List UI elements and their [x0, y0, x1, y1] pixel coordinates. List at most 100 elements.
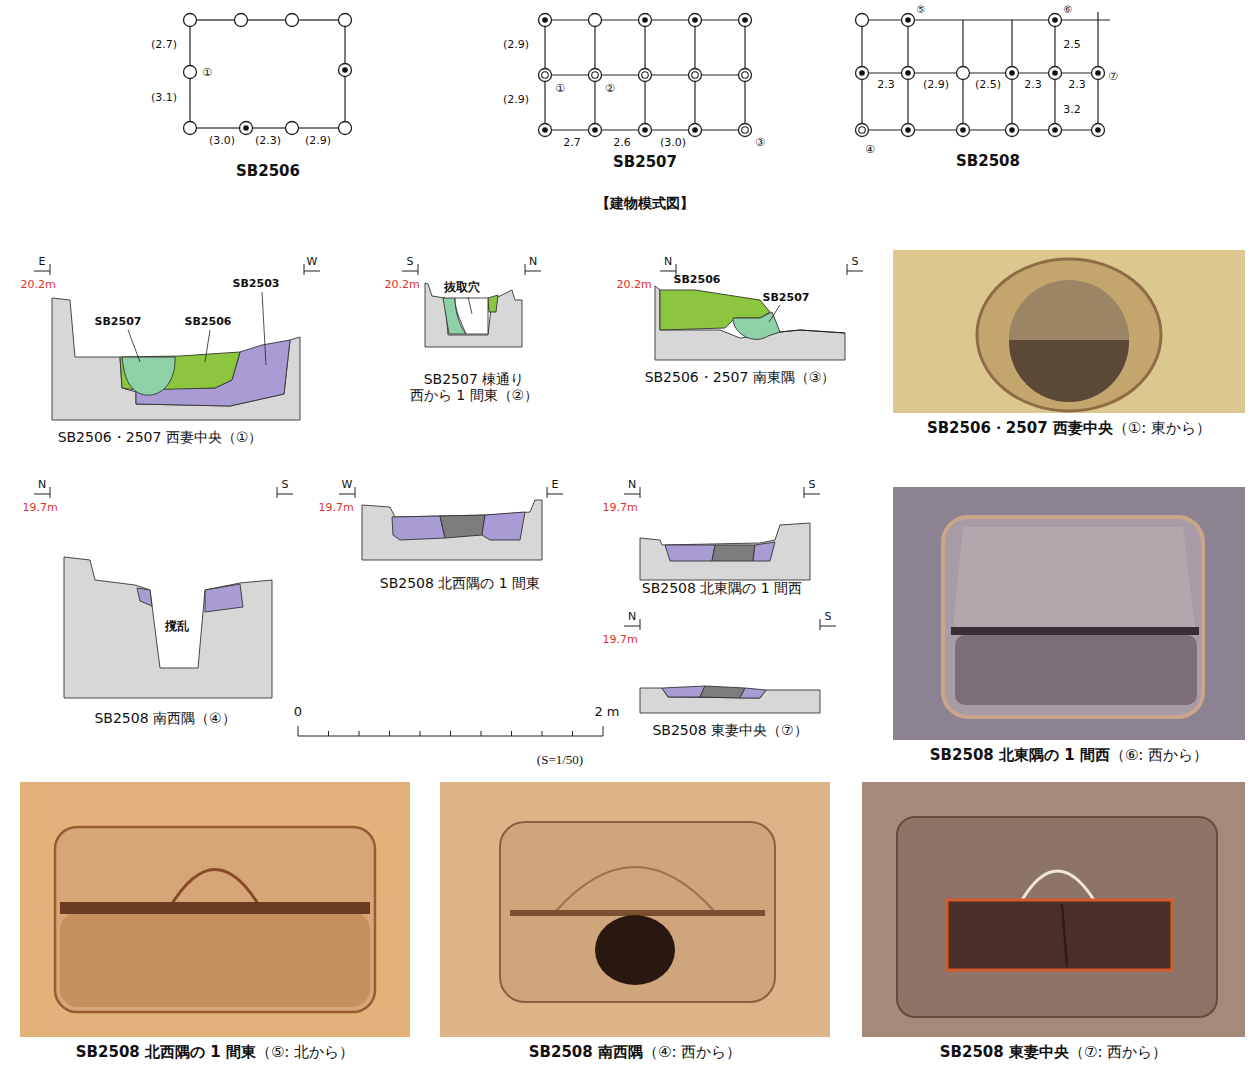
post-mark: [243, 125, 249, 131]
label: 2.3: [877, 79, 895, 92]
post-mark: [642, 127, 648, 133]
label: S: [852, 256, 859, 269]
post-mark: [1052, 127, 1058, 133]
scale-tick: [389, 731, 390, 736]
label: SB2508 北西隅の 1 間東: [380, 575, 540, 591]
photo-image: [20, 782, 410, 1037]
post-hole: [539, 124, 552, 137]
post-mark: [1095, 127, 1101, 133]
label: (2.7): [151, 39, 177, 52]
label: SB2506・2507 西妻中央（①）: [58, 429, 263, 445]
pit-outline: [897, 817, 1217, 1017]
post-hole: [235, 14, 248, 27]
label: ⑥: [1064, 4, 1073, 16]
label: N: [628, 479, 636, 492]
caption-note: （④: 西から）: [643, 1043, 741, 1061]
ground-section: [655, 286, 845, 360]
post-mark: [859, 127, 866, 134]
photo-image: [440, 782, 830, 1037]
label: (2.3): [255, 135, 281, 148]
photo-image: [893, 250, 1245, 413]
label: 2.3: [1024, 79, 1042, 92]
section-drawing: [362, 500, 542, 560]
post-mark: [1052, 17, 1058, 23]
leader-line: [262, 292, 266, 365]
post-hole: [739, 69, 752, 82]
scale-tick: [542, 731, 543, 736]
pit-fill: [662, 686, 705, 697]
post-mark: [642, 72, 649, 79]
post-hole: [1049, 67, 1062, 80]
pit-outline: [55, 827, 375, 1012]
label: N: [628, 611, 636, 624]
post-hole: [589, 14, 602, 27]
label: 0: [294, 705, 302, 720]
leader-line: [468, 297, 472, 314]
ground-section: [52, 298, 300, 420]
caption-title: SB2508 北西隅の 1 間東: [76, 1043, 256, 1061]
level-tick: [34, 271, 50, 272]
post-hole: [639, 69, 652, 82]
ground-section: [640, 523, 810, 580]
post-mark: [542, 17, 548, 23]
pit-fill: [712, 545, 755, 561]
label: SB2507: [763, 292, 810, 305]
pit-outline: [943, 517, 1203, 717]
photo-caption: SB2508 東妻中央（⑦: 西から）: [940, 1043, 1168, 1061]
photo-frame: SB2508 北東隅の 1 間西（⑥: 西から）: [893, 487, 1245, 740]
label: N: [38, 479, 46, 492]
pit-band: [60, 902, 370, 914]
label: (3.1): [151, 92, 177, 105]
photo-ground: [893, 487, 1245, 740]
label: 19.7m: [602, 634, 637, 647]
post-hole: [856, 14, 869, 27]
ground-section: [362, 500, 542, 560]
caption-title: SB2508 北東隅の 1 間西: [930, 746, 1110, 764]
post-hole: [240, 122, 253, 135]
scale-tick: [420, 731, 421, 736]
label: 2.6: [613, 137, 631, 150]
post-hole: [589, 69, 602, 82]
post-hole: [1006, 67, 1019, 80]
ground-section: [64, 557, 272, 698]
post-hole: [539, 14, 552, 27]
post-hole: [184, 14, 197, 27]
post-mark: [342, 67, 348, 73]
label: (2.9): [503, 39, 529, 52]
level-tick: [804, 494, 820, 495]
label: 19.7m: [22, 502, 57, 515]
post-hole: [339, 122, 352, 135]
label: SB2506: [236, 163, 300, 180]
pit-fill: [60, 912, 370, 1007]
label: SB2508 東妻中央（⑦）: [652, 722, 807, 738]
pit-fill: [488, 295, 498, 312]
label: N: [529, 256, 537, 269]
post-mark: [692, 17, 698, 23]
label: 抜取穴: [444, 281, 480, 295]
pit-fill: [205, 584, 243, 612]
section-drawing: [640, 686, 820, 713]
label: SB2506: [674, 274, 721, 287]
level-tick: [402, 271, 418, 272]
pit-arch: [170, 870, 260, 908]
post-mark: [542, 127, 548, 133]
post-mark: [960, 127, 966, 133]
photo-frame: SB2508 南西隅（④: 西から）: [440, 782, 830, 1037]
level-tick: [640, 487, 641, 498]
post-mark: [1009, 127, 1015, 133]
level-tick: [820, 619, 821, 630]
post-hole: [689, 14, 702, 27]
photo-image: [893, 487, 1245, 740]
scale-tick: [603, 726, 604, 736]
caption-note: （⑤: 北から）: [256, 1043, 354, 1061]
scale-tick: [450, 731, 451, 736]
label: SB2506・2507 南東隅（③）: [645, 369, 836, 385]
level-tick: [547, 494, 563, 495]
post-hole: [539, 69, 552, 82]
post-mark: [859, 70, 865, 76]
scale-tick: [328, 731, 329, 736]
label: (2.9): [305, 135, 331, 148]
photo-caption: SB2506・2507 西妻中央（①: 東から）: [927, 419, 1211, 437]
post-hole: [184, 122, 197, 135]
level-tick: [624, 494, 640, 495]
